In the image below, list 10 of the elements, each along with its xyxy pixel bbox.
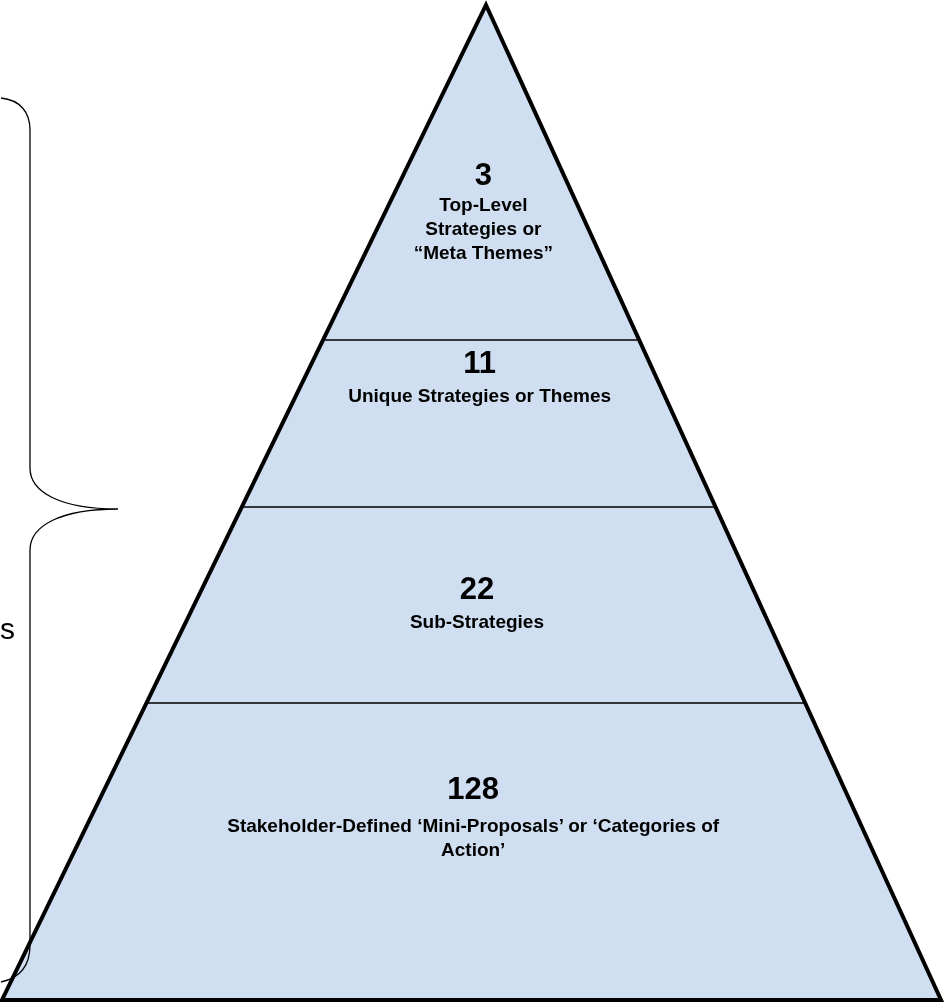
- tier-description: Stakeholder-Defined ‘Mini-Proposals’ or ‘Categories of Action’: [226, 814, 721, 862]
- tier-description: Unique Strategies or Themes: [347, 384, 613, 408]
- cut-off-text: s: [0, 612, 15, 646]
- pyramid-tier: [241, 340, 716, 507]
- tier-description: Top-Level Strategies or “Meta Themes”: [412, 193, 555, 265]
- count-number: 3: [473, 158, 493, 192]
- count-number: 128: [446, 772, 501, 806]
- tier-description: Sub-Strategies: [408, 610, 545, 634]
- count-number: 11: [462, 346, 497, 380]
- count-number: 22: [458, 572, 496, 606]
